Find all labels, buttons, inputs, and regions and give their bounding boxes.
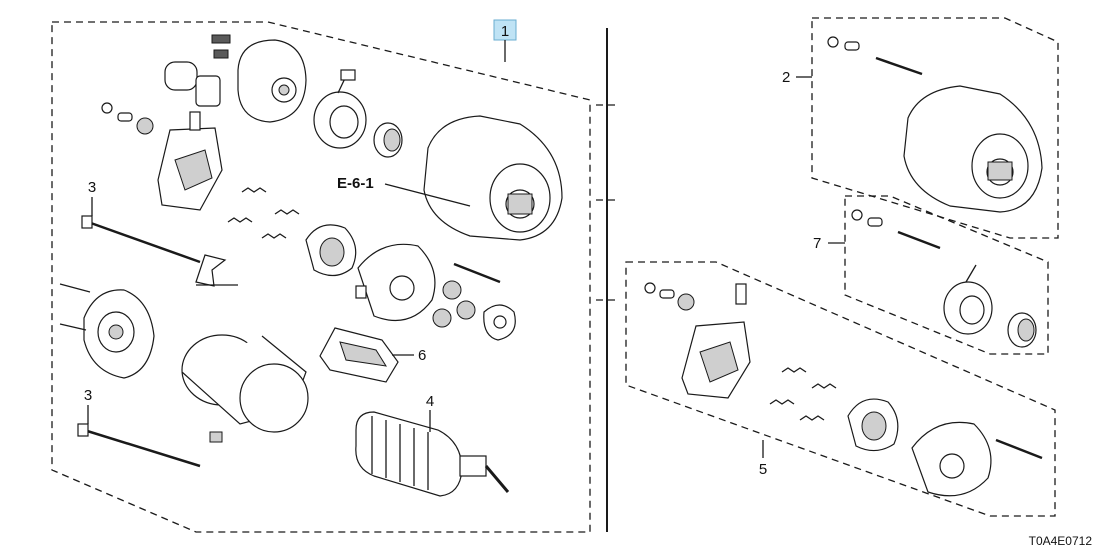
callout-1-label: 1 <box>501 23 509 40</box>
callout-2-label: 2 <box>782 69 790 86</box>
through-bolt-top <box>81 215 201 264</box>
through-bolt-bottom <box>77 423 201 468</box>
callout-7[interactable]: 7 <box>813 235 845 252</box>
callout-3-bottom-label: 3 <box>84 387 92 404</box>
item-5-parts <box>644 282 1043 497</box>
callout-6-label: 6 <box>418 347 426 364</box>
bushing-part <box>373 122 403 158</box>
callout-7-label: 7 <box>813 235 821 252</box>
end-frame-plate-part <box>355 243 436 322</box>
solenoid-cover-part <box>237 39 307 123</box>
nut-washer-gear-left <box>101 102 154 135</box>
callout-5-label: 5 <box>759 461 767 478</box>
brush-holder-part <box>157 111 223 211</box>
starter-item-2-parts <box>827 36 1043 213</box>
callout-4-label: 4 <box>426 393 434 410</box>
callout-5[interactable]: 5 <box>759 440 767 478</box>
callout-3-top-label: 3 <box>88 179 96 196</box>
solenoid-plug-part <box>164 34 231 107</box>
callout-6[interactable]: 6 <box>392 347 426 364</box>
diagram-code: T0A4E0712 <box>1029 534 1093 548</box>
clutch-ring-part <box>313 69 367 149</box>
callout-1[interactable]: 1 <box>493 19 517 62</box>
yoke-part <box>181 334 309 443</box>
assembly-2-boundary <box>811 17 1059 239</box>
reference-label: E-6-1 <box>337 175 374 192</box>
callout-3-bottom[interactable]: 3 <box>84 387 92 424</box>
callout-3-top[interactable]: 3 <box>88 179 96 216</box>
item-7-parts <box>851 209 1037 348</box>
diagram-code-label: T0A4E0712 <box>1029 534 1093 548</box>
assembly-1-boundary <box>51 21 591 533</box>
callout-2[interactable]: 2 <box>782 69 812 86</box>
section-divider <box>596 28 620 532</box>
reference-e-6-1[interactable]: E-6-1 <box>337 175 471 207</box>
callout-4[interactable]: 4 <box>426 393 434 432</box>
small-bolt-and-gears <box>432 262 516 341</box>
cover-part-6 <box>319 327 399 383</box>
brush-plate-part <box>305 224 357 277</box>
assembly-5-boundary <box>625 261 1056 517</box>
drive-end-housing-part <box>59 283 155 379</box>
assembly-7-boundary <box>844 195 1049 355</box>
starter-body-part <box>423 115 563 241</box>
armature-part <box>355 411 510 497</box>
bracket-part <box>195 254 238 287</box>
brush-springs <box>227 187 300 239</box>
